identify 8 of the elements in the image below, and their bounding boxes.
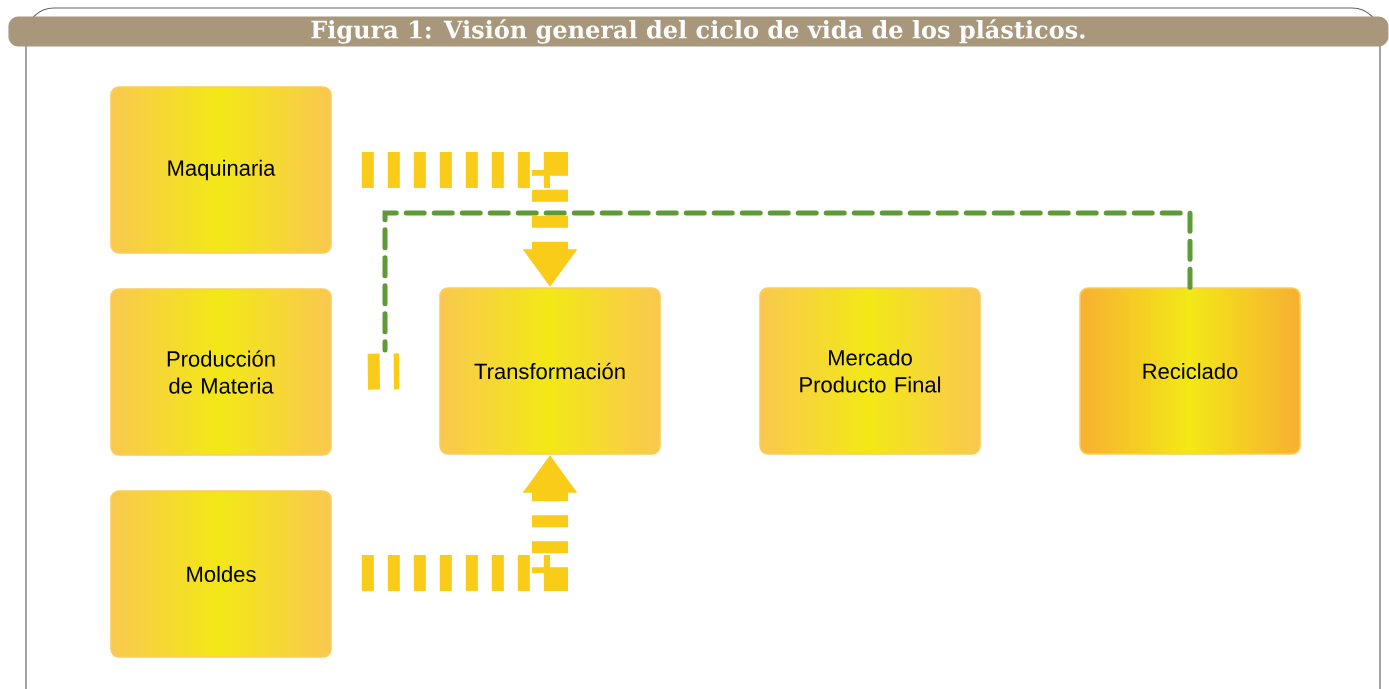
process-box: Producción de Materia: [110, 288, 332, 456]
process-box: Mercado Producto Final: [759, 287, 981, 455]
title-banner: Figura 1: Visión general del ciclo de vida de los plásticos.: [8, 16, 1389, 47]
process-box: Reciclado: [1079, 287, 1301, 455]
process-box: Moldes: [110, 490, 332, 658]
process-box: Maquinaria: [110, 86, 332, 254]
process-box: Transformación: [439, 287, 661, 455]
dashed-line: [382, 210, 1193, 353]
